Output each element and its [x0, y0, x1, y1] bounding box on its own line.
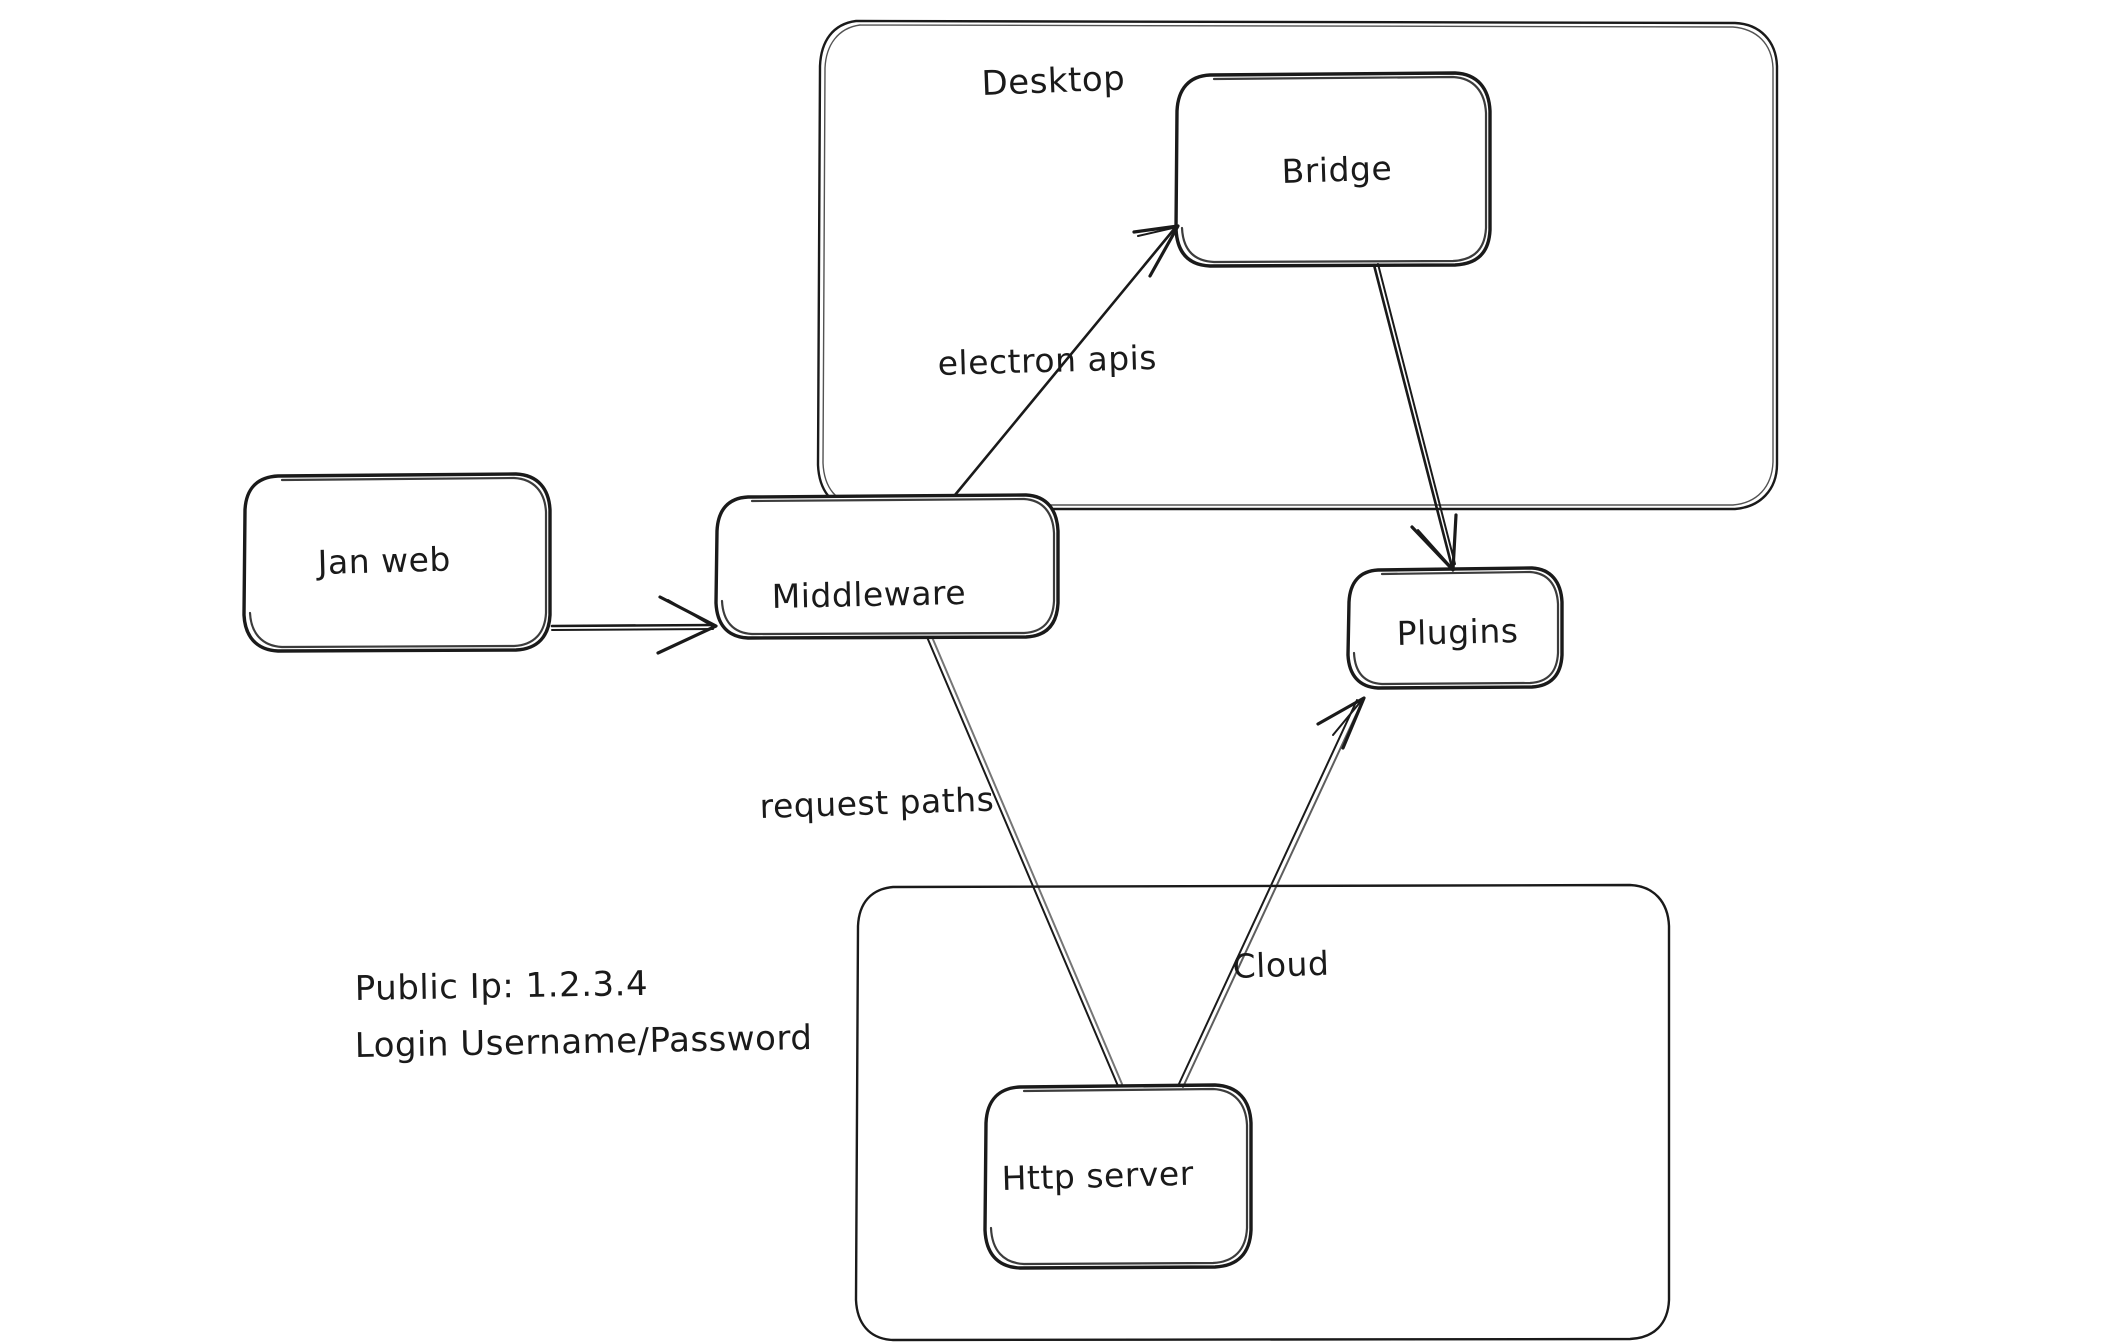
node-jan-web[interactable]	[242, 472, 552, 653]
edge-jan-web-to-middleware	[550, 595, 718, 655]
node-bridge[interactable]	[1174, 71, 1492, 268]
node-http-server-label: Http server	[1001, 1154, 1194, 1198]
edge-label-electron-apis: electron apis	[937, 338, 1157, 383]
edge-label-cloud: Cloud	[1232, 944, 1330, 986]
notes-block: Public Ip: 1.2.3.4 Login Username/Passwo…	[354, 964, 812, 1066]
edge-label-request-paths: request paths	[759, 780, 995, 826]
edge-middleware-to-http-server	[926, 636, 1123, 1087]
node-jan-web-label: Jan web	[315, 540, 451, 583]
node-middleware-label: Middleware	[771, 573, 966, 616]
container-desktop-label: Desktop	[981, 59, 1126, 104]
container-cloud-group[interactable]	[854, 883, 1671, 1342]
edge-http-server-to-plugins	[1177, 696, 1366, 1088]
edge-middleware-to-bridge	[953, 224, 1180, 497]
node-plugins-label: Plugins	[1396, 611, 1519, 653]
node-bridge-label: Bridge	[1281, 149, 1393, 191]
container-desktop[interactable]	[816, 19, 1779, 511]
node-http-server[interactable]	[983, 1083, 1253, 1270]
edge-bridge-to-plugins	[1372, 263, 1458, 572]
node-plugins[interactable]	[1346, 566, 1564, 690]
note-login-credentials: Login Username/Password	[354, 1018, 812, 1066]
note-public-ip: Public Ip: 1.2.3.4	[354, 964, 648, 1009]
node-middleware[interactable]	[714, 493, 1060, 640]
